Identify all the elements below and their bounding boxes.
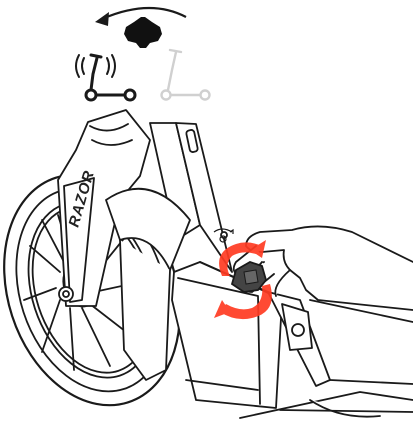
knob-icon — [124, 17, 162, 48]
scooter-stable-icon — [162, 50, 210, 100]
scooter-vibration-icon — [76, 55, 135, 100]
